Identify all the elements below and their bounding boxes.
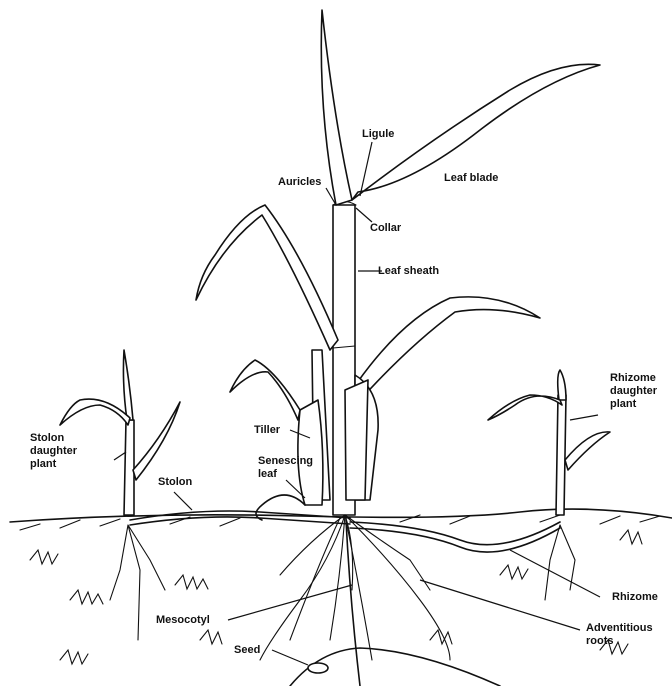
rhizome-daughter-plant-drawing — [488, 370, 610, 600]
label-collar: Collar — [370, 222, 401, 235]
label-seed: Seed — [234, 644, 260, 657]
label-leaf-blade: Leaf blade — [444, 172, 498, 185]
leaf-blade-left — [196, 205, 338, 350]
label-mesocotyl: Mesocotyl — [156, 614, 210, 627]
label-leaf-sheath: Leaf sheath — [378, 265, 439, 278]
seed — [308, 663, 328, 673]
leaf-blade-right-lower — [352, 297, 540, 400]
label-stolon: Stolon — [158, 476, 192, 489]
label-auricles: Auricles — [278, 176, 321, 189]
label-ligule: Ligule — [362, 128, 394, 141]
leaf-blade-top — [321, 10, 352, 205]
tiller-leaf — [230, 360, 300, 420]
stolon-daughter-plant-drawing — [60, 350, 180, 640]
label-tiller: Tiller — [254, 424, 280, 437]
label-rhizome: Rhizome — [612, 591, 658, 604]
